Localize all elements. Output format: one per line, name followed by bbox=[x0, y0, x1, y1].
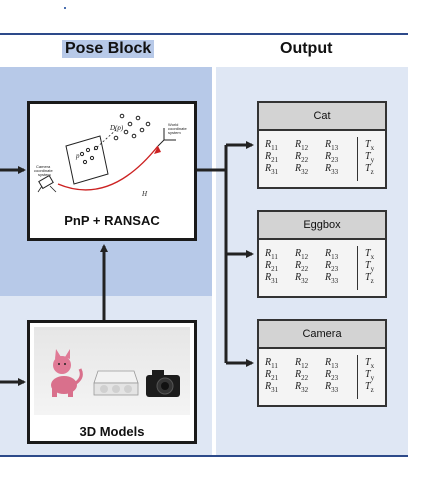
camera-label: Camera coordinate system bbox=[34, 164, 54, 177]
cat-model-icon bbox=[51, 349, 83, 397]
output-card-title: Eggbox bbox=[259, 212, 385, 240]
rotation-entry: R23 bbox=[325, 369, 339, 382]
world-point bbox=[145, 121, 151, 127]
point-label: p bbox=[75, 152, 80, 160]
transform-arrowhead bbox=[154, 146, 161, 154]
world-point bbox=[139, 127, 145, 133]
rotation-entry: R22 bbox=[295, 369, 309, 382]
output-card-title: Camera bbox=[259, 321, 385, 349]
translation-entry: Ty bbox=[365, 260, 375, 273]
rotation-entry: R33 bbox=[325, 163, 339, 176]
projection-line bbox=[93, 127, 119, 151]
bottom-rule bbox=[0, 455, 408, 457]
rotation-entry: R22 bbox=[295, 151, 309, 164]
rotation-entry: R21 bbox=[265, 369, 279, 382]
camera-axis bbox=[49, 185, 57, 193]
world-point bbox=[123, 129, 129, 135]
matrix-separator bbox=[357, 246, 358, 290]
world-point bbox=[127, 121, 133, 127]
plane-point bbox=[93, 145, 99, 151]
rotation-entry: R23 bbox=[325, 151, 339, 164]
output-title: Output bbox=[280, 40, 333, 57]
pnp-ransac-label: PnP + RANSAC bbox=[64, 213, 160, 228]
plane-point bbox=[79, 151, 85, 157]
3d-models-label: 3D Models bbox=[79, 424, 145, 439]
rotation-entry: R22 bbox=[295, 260, 309, 273]
rotation-entry: R32 bbox=[295, 272, 309, 285]
pose-block-title: Pose Block bbox=[62, 40, 155, 58]
models-illustration bbox=[51, 349, 180, 397]
rotation-entry: R12 bbox=[295, 248, 309, 261]
top-rule bbox=[0, 33, 408, 35]
camera-body-icon bbox=[38, 174, 54, 190]
plane-point bbox=[82, 159, 88, 165]
rotation-entry: R13 bbox=[325, 139, 339, 152]
plane-point bbox=[85, 147, 91, 153]
rotation-entry: R12 bbox=[295, 139, 309, 152]
pnp-illustration: D(p) p World coordinate system Camera co… bbox=[34, 113, 188, 198]
transform-arc bbox=[57, 145, 159, 191]
transform-label: H bbox=[141, 190, 148, 198]
camera-model-icon bbox=[146, 370, 180, 397]
matrix-separator bbox=[357, 355, 358, 399]
world-axis-z bbox=[157, 139, 165, 147]
rotation-entry: R31 bbox=[265, 381, 279, 394]
rotation-entry: R31 bbox=[265, 163, 279, 176]
plane-point bbox=[89, 155, 95, 161]
world-point bbox=[131, 133, 137, 139]
translation-entry: Tx bbox=[365, 139, 375, 152]
rotation-entry: R23 bbox=[325, 260, 339, 273]
models-image bbox=[34, 327, 190, 415]
translation-entry: Tz bbox=[365, 272, 374, 285]
projection-label: D(p) bbox=[109, 124, 124, 132]
rotation-entry: R33 bbox=[325, 272, 339, 285]
rotation-entry: R12 bbox=[295, 357, 309, 370]
rotation-entry: R11 bbox=[265, 139, 278, 152]
rotation-entry: R32 bbox=[295, 381, 309, 394]
rotation-entry: R13 bbox=[325, 248, 339, 261]
world-point bbox=[135, 115, 141, 121]
camera-axis bbox=[37, 185, 43, 193]
rotation-entry: R31 bbox=[265, 272, 279, 285]
translation-entry: Tz bbox=[365, 163, 374, 176]
translation-entry: Tx bbox=[365, 248, 375, 261]
rotation-entry: R11 bbox=[265, 357, 278, 370]
translation-entry: Ty bbox=[365, 151, 375, 164]
pnp-ransac-box: D(p) p World coordinate system Camera co… bbox=[27, 101, 197, 241]
translation-entry: Tz bbox=[365, 381, 374, 394]
stray-dot bbox=[64, 7, 66, 9]
rotation-entry: R11 bbox=[265, 248, 278, 261]
rotation-entry: R21 bbox=[265, 260, 279, 273]
world-point bbox=[119, 113, 125, 119]
rotation-entry: R13 bbox=[325, 357, 339, 370]
rotation-entry: R21 bbox=[265, 151, 279, 164]
translation-entry: Ty bbox=[365, 369, 375, 382]
3d-models-box: 3D Models bbox=[27, 320, 197, 444]
rotation-entry: R33 bbox=[325, 381, 339, 394]
translation-entry: Tx bbox=[365, 357, 375, 370]
world-label: World coordinate system bbox=[168, 122, 188, 135]
matrix-separator bbox=[357, 137, 358, 181]
output-card-title: Cat bbox=[259, 103, 385, 131]
rotation-entry: R32 bbox=[295, 163, 309, 176]
world-point bbox=[113, 135, 119, 141]
eggbox-model-icon bbox=[93, 370, 139, 396]
